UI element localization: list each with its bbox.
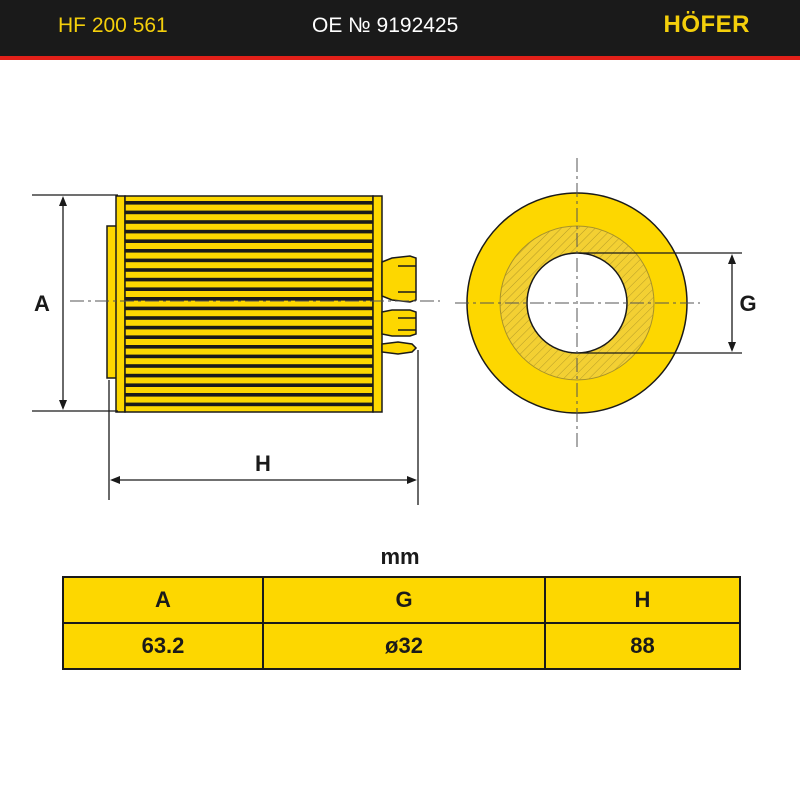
table-header-row: A G H	[62, 576, 741, 624]
pleat-body	[124, 195, 374, 413]
filter-side-view	[70, 195, 440, 413]
dimension-g-label: G	[739, 291, 756, 316]
pleat-line	[125, 287, 373, 291]
dimensions-table: A G H 63.2 ø32 88	[62, 576, 741, 670]
pleat-line	[125, 364, 373, 368]
pleat-line	[125, 249, 373, 253]
pleat-line	[125, 354, 373, 359]
header-bar: HF 200 561 OE № 9192425 HÖFER	[0, 0, 800, 56]
oe-number: OE № 9192425	[312, 14, 459, 37]
pleat-line	[125, 229, 373, 234]
table-value-row: 63.2 ø32 88	[62, 622, 741, 670]
table-value-g: ø32	[262, 622, 546, 670]
dimension-h-label: H	[255, 451, 271, 476]
pleat-line	[125, 268, 373, 272]
pleat-line	[125, 277, 373, 282]
pleat-line	[125, 297, 373, 301]
pleat-line	[125, 402, 373, 407]
table-header-h: H	[544, 576, 741, 624]
unit-label: mm	[380, 544, 420, 569]
pleat-line	[125, 345, 373, 349]
table-value-a: 63.2	[62, 622, 264, 670]
brand-logo: HÖFER	[663, 11, 750, 38]
dimension-a-label: A	[34, 291, 50, 316]
dimension-a	[32, 194, 118, 412]
pleat-line	[125, 239, 373, 243]
header-accent-line	[0, 56, 800, 60]
part-number: HF 200 561	[58, 14, 168, 37]
pleated-media	[124, 195, 374, 413]
pleat-line	[125, 210, 373, 215]
pleat-line	[125, 316, 373, 320]
pleat-line	[125, 383, 373, 387]
pleat-line	[125, 325, 373, 330]
filter-end-view	[455, 158, 700, 448]
right-end-cap	[372, 195, 383, 413]
left-end-cap	[115, 195, 126, 413]
pleat-line	[125, 373, 373, 378]
pleat-line	[125, 201, 373, 205]
table-header-g: G	[262, 576, 546, 624]
table-value-h: 88	[544, 622, 741, 670]
pleat-line	[125, 393, 373, 397]
pleat-line	[125, 220, 373, 224]
connector-tabs	[381, 255, 418, 355]
dimension-h	[108, 350, 419, 505]
table-header-a: A	[62, 576, 264, 624]
pleat-line	[125, 306, 373, 311]
pleat-line	[125, 335, 373, 339]
pleat-line	[125, 258, 373, 263]
dimension-g	[580, 252, 742, 354]
